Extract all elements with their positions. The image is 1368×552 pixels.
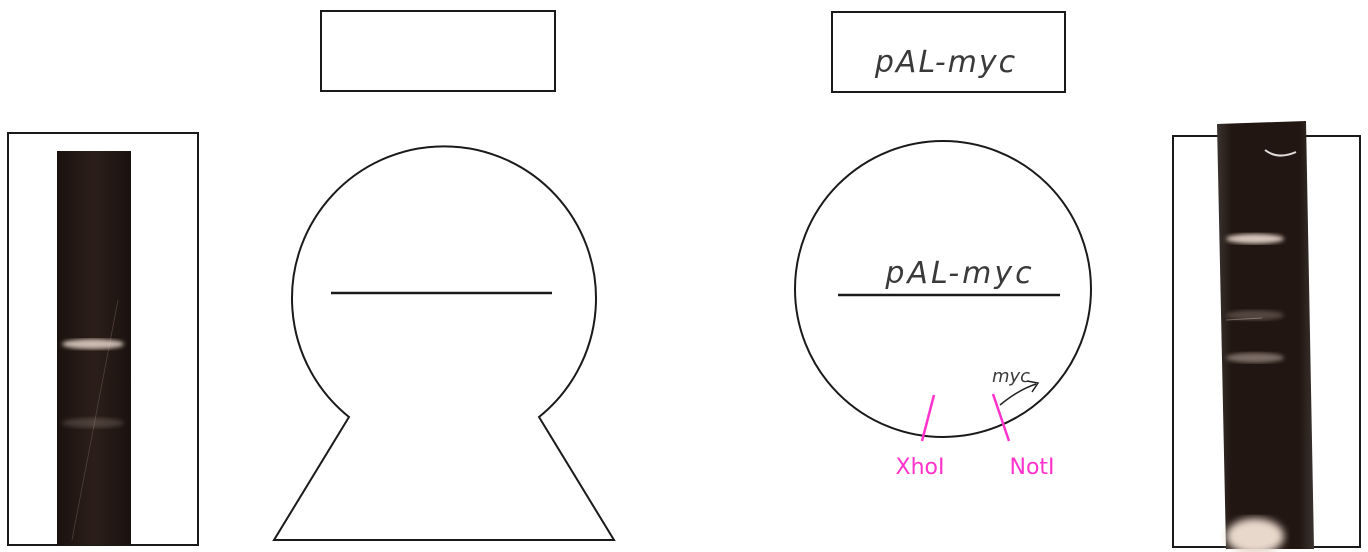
site-label-noti: NotI xyxy=(1009,455,1054,480)
right-gel-band xyxy=(1226,310,1284,320)
left-gel-photo xyxy=(8,133,198,545)
left-gel-band xyxy=(62,339,124,349)
right-gel-photo xyxy=(1173,121,1360,552)
left-label-box xyxy=(321,11,555,91)
site-label-xhoi: XhoI xyxy=(896,455,945,480)
right-gel-band xyxy=(1226,353,1284,363)
right-gel-band xyxy=(1226,234,1284,244)
insert-label-myc: myc xyxy=(992,366,1030,387)
left-plasmid-shape xyxy=(274,146,614,540)
left-gel-band xyxy=(62,418,124,428)
right-label-box-text: pAL-myc xyxy=(874,45,1017,80)
right-plasmid-label: pAL-myc xyxy=(884,256,1034,291)
right-gel-lane xyxy=(1217,121,1314,549)
